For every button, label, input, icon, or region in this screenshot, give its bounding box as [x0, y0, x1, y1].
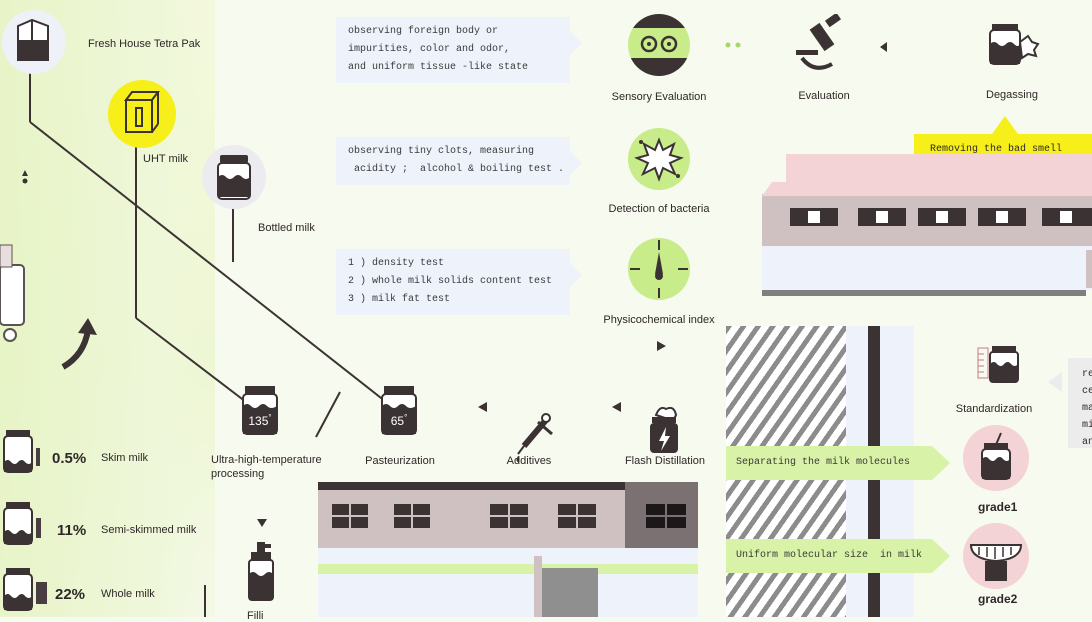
dropper-icon — [516, 413, 553, 462]
skim-milk-row: 0.5% Skim milk — [2, 430, 148, 479]
grade1-label: grade1 — [978, 500, 1018, 514]
degassing-pointer — [992, 116, 1018, 134]
filling-label: Filli — [247, 610, 264, 622]
uht-milk-icon-bg — [108, 80, 176, 148]
bottled-milk-icon-bg — [202, 145, 266, 209]
physico-label: Physicochemical index — [603, 314, 715, 326]
grade2-label: grade2 — [978, 592, 1018, 606]
filling-bottle-icon — [248, 542, 274, 601]
grade2-bowl-icon — [969, 544, 1023, 581]
compass-icon — [630, 240, 688, 298]
uht-processing-label: Ultra-high-temperature processing — [211, 454, 322, 480]
bottled-milk-label: Bottled milk — [258, 222, 315, 234]
additives-label: Additives — [506, 455, 552, 467]
fat-content-list: 0.5% Skim milk 11% Semi-skimmed milk 22%… — [0, 430, 210, 617]
physico-note: 1 ) density test 2 ) whole milk solids c… — [336, 249, 582, 315]
standardization-label: Standardization — [955, 403, 1033, 415]
semi-skimmed-label: Semi-skimmed milk — [101, 524, 197, 536]
sensory-note: observing foreign body or impurities, co… — [336, 17, 582, 83]
separating-arrow: Separating the milk molecules — [726, 446, 950, 480]
standardization-note: re ce ma mi an so — [1068, 358, 1092, 448]
whole-milk-bar — [36, 582, 47, 604]
milk-carton-icon — [124, 91, 160, 133]
microscope-icon — [796, 14, 842, 70]
tetra-pak-icon — [17, 18, 49, 61]
pasteurization-jar-icon: 65° — [380, 386, 418, 436]
semi-skimmed-bar — [36, 518, 41, 538]
uht-processing-jar-icon: 135° — [241, 386, 279, 436]
tetra-pak-label: Fresh House Tetra Pak — [88, 38, 201, 50]
sensory-label: Sensory Evaluation — [611, 91, 707, 103]
factory-top-windows — [790, 208, 1092, 226]
skim-milk-jar-icon — [3, 430, 33, 473]
tetra-pak-icon-bg — [2, 10, 66, 74]
uniform-arrow: Uniform molecular size in milk — [726, 539, 950, 573]
jar-icon — [242, 386, 278, 435]
grade2-icon-bg — [963, 523, 1029, 589]
jar-icon — [381, 386, 417, 435]
flash-label: Flash Distillation — [624, 455, 706, 467]
semi-skimmed-jar-icon — [3, 502, 33, 545]
burst-icon — [634, 137, 684, 182]
bacteria-label: Detection of bacteria — [608, 203, 710, 215]
uht-milk-label: UHT milk — [143, 153, 189, 165]
skim-milk-label: Skim milk — [101, 452, 149, 464]
whole-milk-pct: 22% — [55, 586, 86, 603]
factory-windows — [332, 504, 686, 528]
face-icon — [628, 14, 690, 76]
sensory-icon-bg — [628, 14, 690, 76]
skim-milk-bar — [36, 448, 40, 466]
milk-jar-icon — [217, 155, 251, 200]
evaluation-label: Evaluation — [798, 90, 850, 102]
standardization-jar-icon — [977, 346, 1019, 383]
bacteria-note: observing tiny clots, measuring acidity … — [336, 137, 582, 185]
degassing-jar-icon — [989, 24, 1040, 65]
standardization-note-pointer — [1048, 372, 1062, 392]
degassing-label: Degassing — [986, 89, 1038, 101]
pasteurization-temp: 65° — [390, 413, 408, 428]
semi-skimmed-milk-row: 11% Semi-skimmed milk — [2, 502, 196, 551]
grade1-icon-bg — [963, 425, 1029, 491]
whole-milk-label: Whole milk — [101, 588, 155, 600]
uht-temp: 135° — [248, 413, 272, 428]
pasteurization-label: Pasteurization — [365, 455, 435, 467]
physico-icon-bg — [628, 238, 690, 300]
grade1-jar-icon — [981, 432, 1011, 480]
bacteria-icon-bg — [628, 128, 690, 190]
delivery-truck-icon — [0, 244, 25, 342]
whole-milk-row: 22% Whole milk — [2, 568, 155, 617]
whole-milk-jar-icon — [3, 568, 33, 611]
flash-distillation-icon — [650, 406, 678, 453]
skim-milk-pct: 0.5% — [52, 450, 87, 467]
semi-skimmed-pct: 11% — [57, 522, 87, 539]
